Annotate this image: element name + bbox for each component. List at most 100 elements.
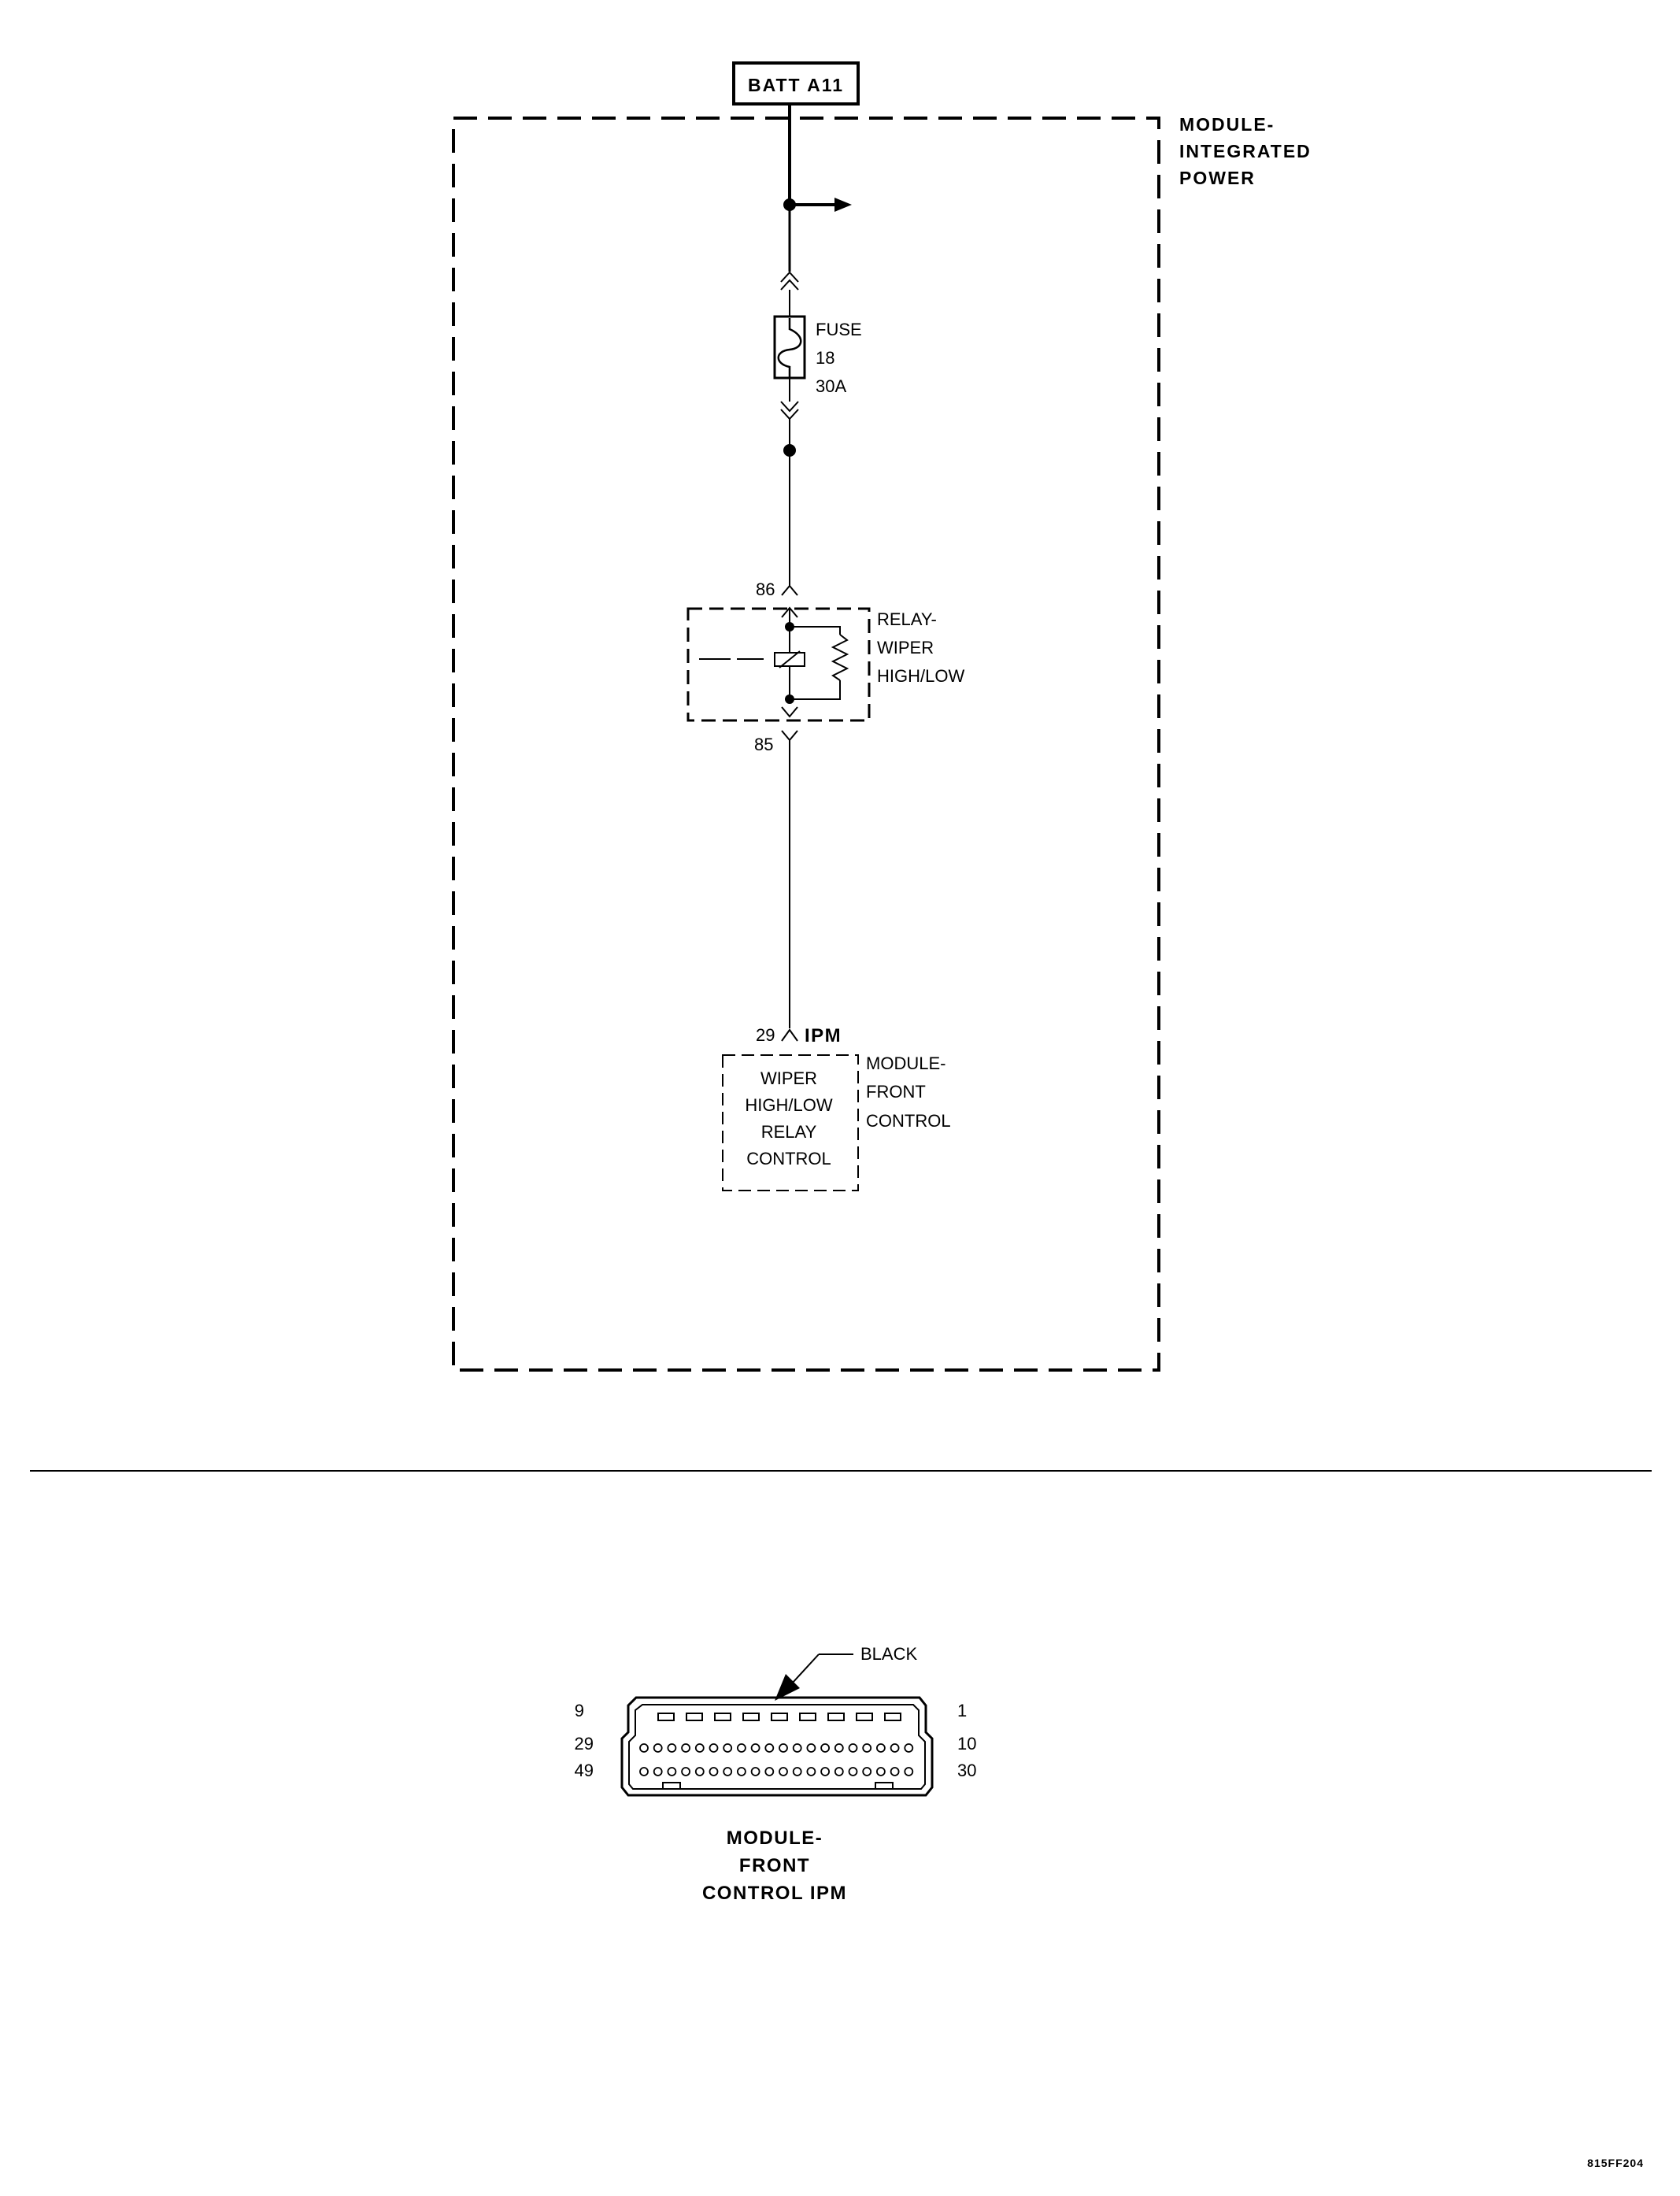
connector-cavity [806,1743,816,1753]
svg-text:30A: 30A [816,376,846,396]
color-pointer-arrow-icon [775,1674,800,1701]
svg-text:MODULE-: MODULE- [866,1054,945,1073]
integrated-power-module-outline [452,117,1160,1372]
connector-left-pin-numbers: 9 29 49 [575,1701,594,1780]
connector-middle-row [639,1743,914,1753]
svg-text:HIGH/LOW: HIGH/LOW [745,1095,832,1115]
connector-cavity [876,1743,886,1753]
connector-cavity [681,1767,690,1776]
connector-cavity [792,1743,802,1753]
svg-text:29: 29 [575,1734,594,1753]
connector-cavity [890,1767,900,1776]
splice-branch-arrow-icon [834,198,852,212]
relay-pin-86-connector-icon [781,584,798,596]
fuse-top-connector-icon [780,271,799,291]
svg-text:10: 10 [957,1734,976,1753]
svg-text:MODULE-: MODULE- [727,1828,823,1849]
connector-cavity [667,1743,677,1753]
relay-pin-85-connector-icon [781,730,798,742]
svg-text:WIPER: WIPER [760,1068,817,1088]
connector-cavity [764,1767,775,1776]
ipm-connector-label: IPM [805,1025,842,1046]
connector-slot [827,1713,845,1721]
connector-slot [714,1713,731,1721]
relay-wiper-high-low-outline [686,607,871,722]
fuse-bottom-connector-icon [780,401,799,420]
svg-text:30: 30 [957,1761,976,1780]
connector-cavity [709,1743,719,1753]
svg-text:FRONT: FRONT [866,1082,926,1102]
connector-cavity [834,1743,844,1753]
wiper-relay-control-label: WIPER HIGH/LOW RELAY CONTROL [745,1068,832,1168]
connector-slot [742,1713,760,1721]
connector-right-pin-numbers: 1 10 30 [957,1701,976,1780]
connector-cavity [709,1767,719,1776]
connector-cavity [639,1743,649,1753]
connector-cavity [820,1743,830,1753]
fuse-label: FUSE 18 30A [816,320,862,396]
svg-text:1: 1 [957,1701,967,1720]
connector-slot [799,1713,816,1721]
svg-text:INTEGRATED: INTEGRATED [1179,141,1312,161]
relay-label: RELAY- WIPER HIGH/LOW [877,609,964,686]
relay-coil-icon [699,606,849,718]
connector-slot [686,1713,703,1721]
connector-cavity [639,1767,649,1776]
figure-id: 815FF204 [1587,2157,1644,2169]
connector-cavity [694,1743,705,1753]
svg-text:POWER: POWER [1179,168,1256,188]
connector-slot [884,1713,901,1721]
svg-text:FUSE: FUSE [816,320,862,339]
connector-cavity [779,1743,788,1753]
connector-cavity [653,1767,663,1776]
connector-cavity [792,1767,802,1776]
module-front-control-label: MODULE- FRONT CONTROL [866,1054,951,1131]
ipm-pin-29-connector-icon [781,1028,798,1042]
svg-text:RELAY-: RELAY- [877,609,937,629]
connector-cavity [904,1743,914,1753]
wiper-relay-control-outline [722,1054,859,1191]
svg-text:WIPER: WIPER [877,638,934,657]
connector-slot [657,1713,675,1721]
connector-cavity [694,1767,705,1776]
connector-cavity [750,1743,760,1753]
connector-cavity [667,1767,677,1776]
relay-pin-85-label: 85 [754,735,773,754]
connector-cavity [904,1767,914,1776]
connector-cavity [876,1767,886,1776]
svg-text:9: 9 [575,1701,584,1720]
svg-text:18: 18 [816,348,834,368]
svg-text:CONTROL: CONTROL [746,1149,831,1168]
svg-text:RELAY: RELAY [761,1122,817,1142]
connector-slot [856,1713,873,1721]
connector-cavity [820,1767,830,1776]
connector-cavity [750,1767,760,1776]
svg-text:HIGH/LOW: HIGH/LOW [877,666,964,686]
connector-cavity [806,1767,816,1776]
connector-cavity [723,1743,733,1753]
connector-cavity [848,1743,858,1753]
connector-slot [771,1713,788,1721]
relay-pin-86-label: 86 [756,580,775,599]
connector-top-slots [657,1713,901,1721]
module-integrated-power-label: MODULE- INTEGRATED POWER [1179,114,1312,188]
svg-text:MODULE-: MODULE- [1179,114,1275,135]
connector-cavity [737,1743,746,1753]
connector-cavity [723,1767,733,1776]
connector-cavity [834,1767,844,1776]
connector-cavity [764,1743,775,1753]
connector-body [620,1696,934,1797]
svg-text:CONTROL: CONTROL [866,1111,951,1131]
connector-cavity [862,1767,872,1776]
connector-bottom-row [639,1767,914,1776]
connector-cavity [653,1743,663,1753]
connector-color-label: BLACK [860,1644,917,1664]
fuse-element-icon [777,318,802,378]
svg-text:CONTROL IPM: CONTROL IPM [702,1883,847,1904]
batt-a11-box [732,61,860,106]
ipm-pin-29-label: 29 [756,1025,775,1045]
connector-title: MODULE- FRONT CONTROL IPM [702,1828,847,1904]
connector-cavity [862,1743,872,1753]
svg-text:49: 49 [575,1761,594,1780]
